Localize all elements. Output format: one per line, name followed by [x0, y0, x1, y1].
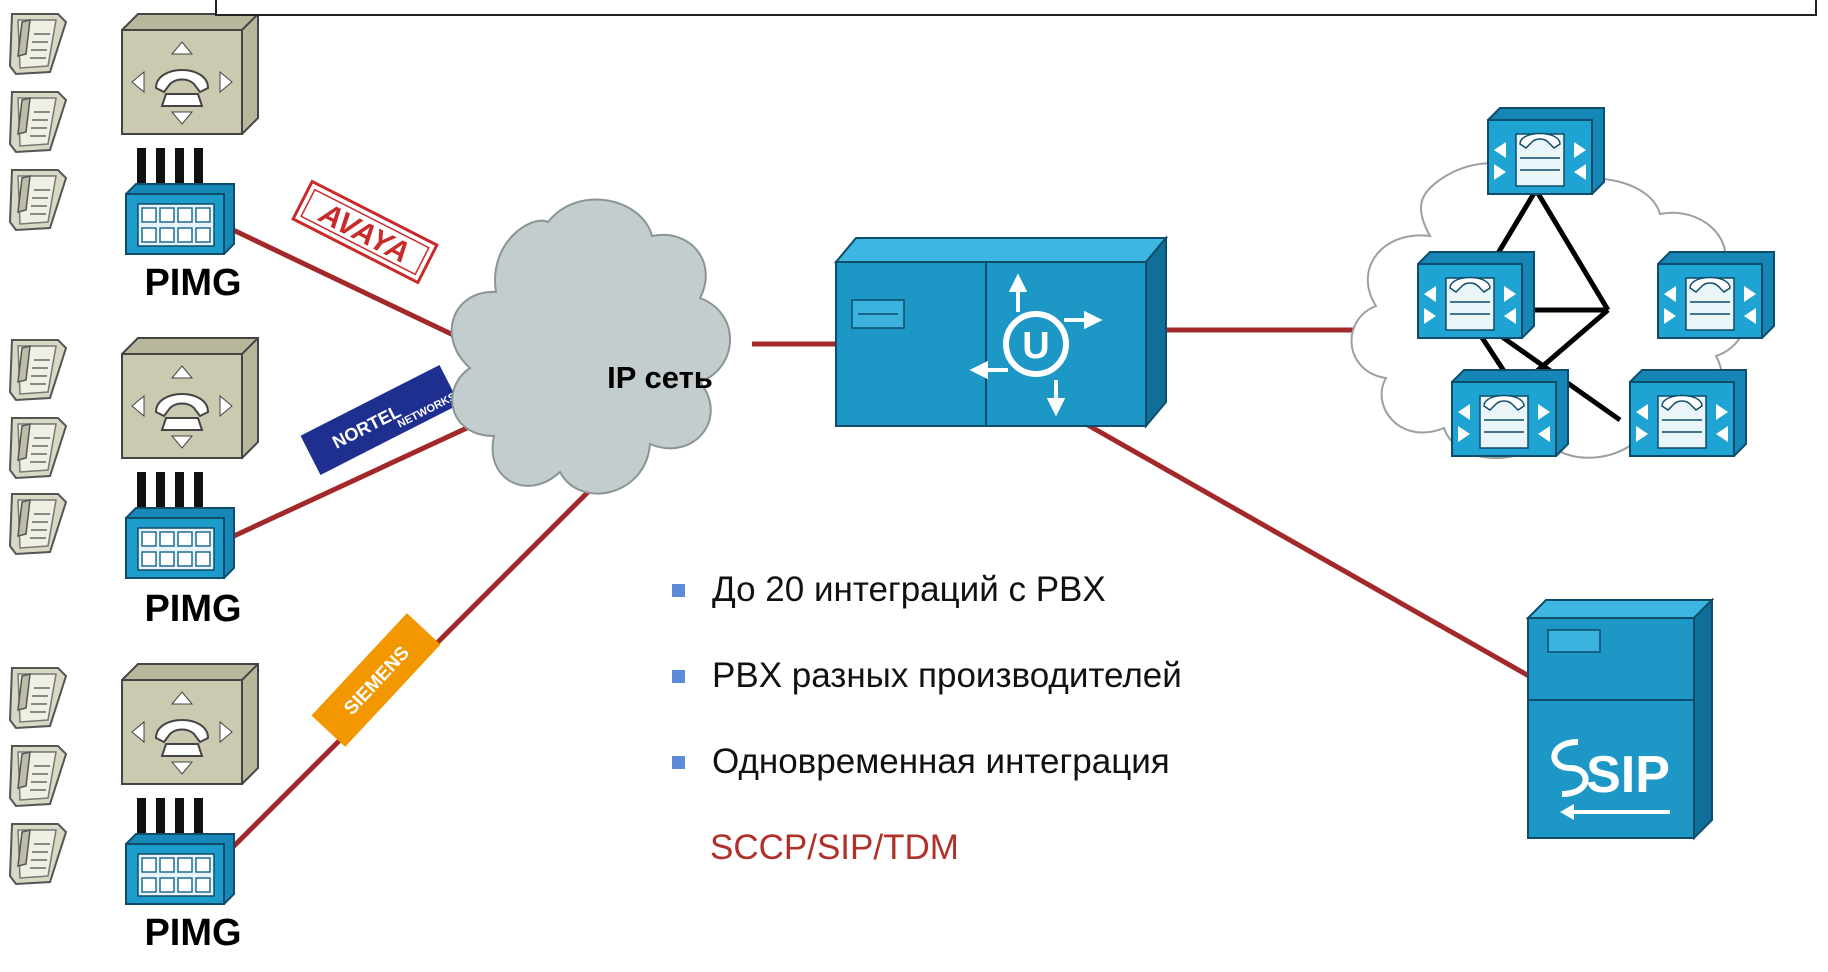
bullet-square-icon	[672, 584, 685, 597]
phone-icon	[9, 417, 67, 479]
sip-server-icon: SIP	[1525, 597, 1715, 841]
pimg-gateway-icon	[125, 507, 235, 579]
feature-item: Одновременная интеграция	[672, 740, 1182, 826]
feature-text: До 20 интеграций с PBX	[712, 570, 1106, 609]
ip-network-cloud	[450, 198, 731, 495]
phone-icon	[9, 823, 67, 885]
feature-text: Одновременная интеграция	[712, 742, 1170, 781]
bullet-square-icon	[672, 756, 685, 769]
unity-symbol: U	[1022, 325, 1049, 367]
phone-icon	[9, 91, 67, 153]
protocols-text: SCCP/SIP/TDM	[710, 828, 959, 867]
nortel-logo: NORTEL NETWORKS	[300, 364, 460, 476]
pbx-icon	[121, 13, 259, 135]
ip-network-label: IP сеть	[607, 360, 713, 395]
header-frame	[215, 0, 1817, 16]
feature-item: PBX разных производителей	[672, 654, 1182, 740]
call-manager-icon	[1487, 107, 1605, 195]
bullet-square-icon	[672, 670, 685, 683]
call-manager-icon	[1451, 369, 1569, 457]
feature-text: PBX разных производителей	[712, 656, 1182, 695]
phone-icon	[9, 169, 67, 231]
phone-icon	[9, 493, 67, 555]
pimg-label-1: PIMG	[144, 262, 242, 304]
phone-icon	[9, 13, 67, 75]
feature-list: До 20 интеграций с PBX PBX разных произв…	[672, 568, 1182, 826]
siemens-logo: SIEMENS	[311, 613, 441, 747]
pimg-label-3: PIMG	[144, 912, 242, 954]
phone-icon	[9, 745, 67, 807]
pimg-gateway-icon	[125, 833, 235, 905]
pbx-site-3	[9, 663, 259, 905]
phone-icon	[9, 667, 67, 729]
pbx-site-2	[9, 337, 259, 579]
pbx-icon	[121, 337, 259, 459]
call-manager-icon	[1629, 369, 1747, 457]
call-manager-icon	[1657, 251, 1775, 339]
pimg-gateway-icon	[125, 183, 235, 255]
call-manager-icon	[1417, 251, 1535, 339]
unity-server-icon: U	[833, 235, 1169, 429]
pbx-icon	[121, 663, 259, 785]
pimg-label-2: PIMG	[144, 588, 242, 630]
pbx-site-1	[9, 13, 259, 255]
phone-icon	[9, 339, 67, 401]
feature-item: До 20 интеграций с PBX	[672, 568, 1182, 654]
sip-label: SIP	[1586, 746, 1670, 804]
